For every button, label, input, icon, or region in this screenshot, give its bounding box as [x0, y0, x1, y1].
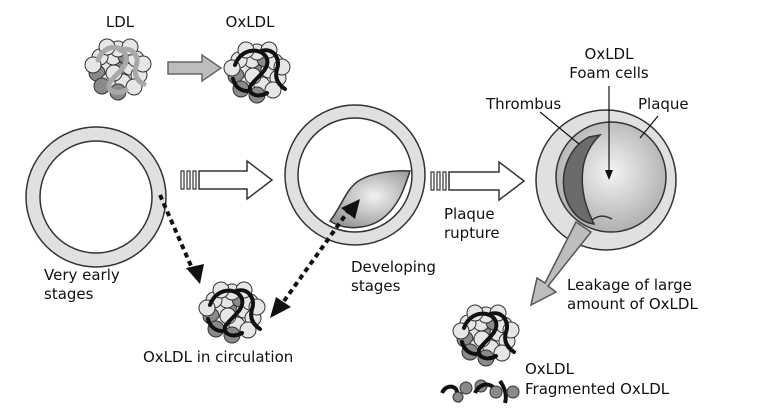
oxidized-apob-strand	[462, 311, 499, 361]
oxidized-apob-strand	[206, 317, 224, 333]
label-leakage-line2: amount of OxLDL	[567, 295, 698, 313]
label-fragmented-oxldl: Fragmented OxLDL	[525, 380, 670, 398]
vessel-developing	[284, 104, 426, 246]
oxldl-particle-top	[223, 41, 291, 104]
progression-arrow-1	[180, 159, 274, 201]
label-oxldl-foam-line2: Foam cells	[569, 64, 649, 82]
label-developing-line1: Developing	[351, 258, 436, 276]
oxidized-apob-strand	[488, 311, 516, 354]
label-very-early-line1: Very early	[44, 266, 120, 284]
oxidized-apob-strand	[231, 77, 249, 93]
label-developing-line2: stages	[351, 277, 401, 295]
label-oxldl-bottom: OxLDL	[525, 360, 574, 378]
particle-sphere	[493, 344, 511, 362]
vessel-ruptured	[535, 109, 677, 251]
oxidized-apob-strand	[259, 48, 287, 91]
dotted-arrow-to-circulation	[158, 194, 204, 284]
apob-strand	[95, 45, 129, 95]
label-oxldl-circulation: OxLDL in circulation	[143, 348, 294, 366]
label-ldl: LDL	[105, 13, 135, 31]
oxidized-apob-strand	[233, 48, 270, 98]
oxidized-apob-strand	[234, 288, 262, 331]
label-thrombus: Thrombus	[486, 95, 562, 113]
fragmented-oxldl	[440, 379, 520, 404]
progression-arrow-2	[430, 160, 526, 202]
label-very-early-line2: stages	[44, 285, 94, 303]
oxidized-apob-strand	[208, 288, 245, 338]
vessel-very-early	[25, 126, 167, 268]
label-plaque-rupture-line2: rupture	[444, 224, 500, 242]
oxldl-particle-bottom	[452, 304, 520, 367]
label-plaque: Plaque	[638, 95, 689, 113]
oxidation-arrow	[167, 53, 223, 83]
dotted-arrow-bidirectional	[270, 199, 360, 318]
apob-strand	[117, 46, 147, 87]
leakage-arrow	[529, 220, 593, 307]
oxidized-apob-strand	[460, 340, 478, 356]
label-oxldl-top: OxLDL	[225, 13, 275, 31]
particle-sphere	[264, 81, 282, 99]
leader-lines	[539, 86, 659, 180]
thrombus	[562, 133, 603, 225]
particle-sphere	[239, 321, 257, 339]
ldl-particle	[84, 38, 152, 101]
label-oxldl-foam-line1: OxLDL	[584, 45, 634, 63]
label-plaque-rupture-line1: Plaque	[444, 205, 495, 223]
label-leakage-line1: Leakage of large	[567, 276, 692, 294]
oxldl-particle-circulation	[198, 281, 266, 344]
